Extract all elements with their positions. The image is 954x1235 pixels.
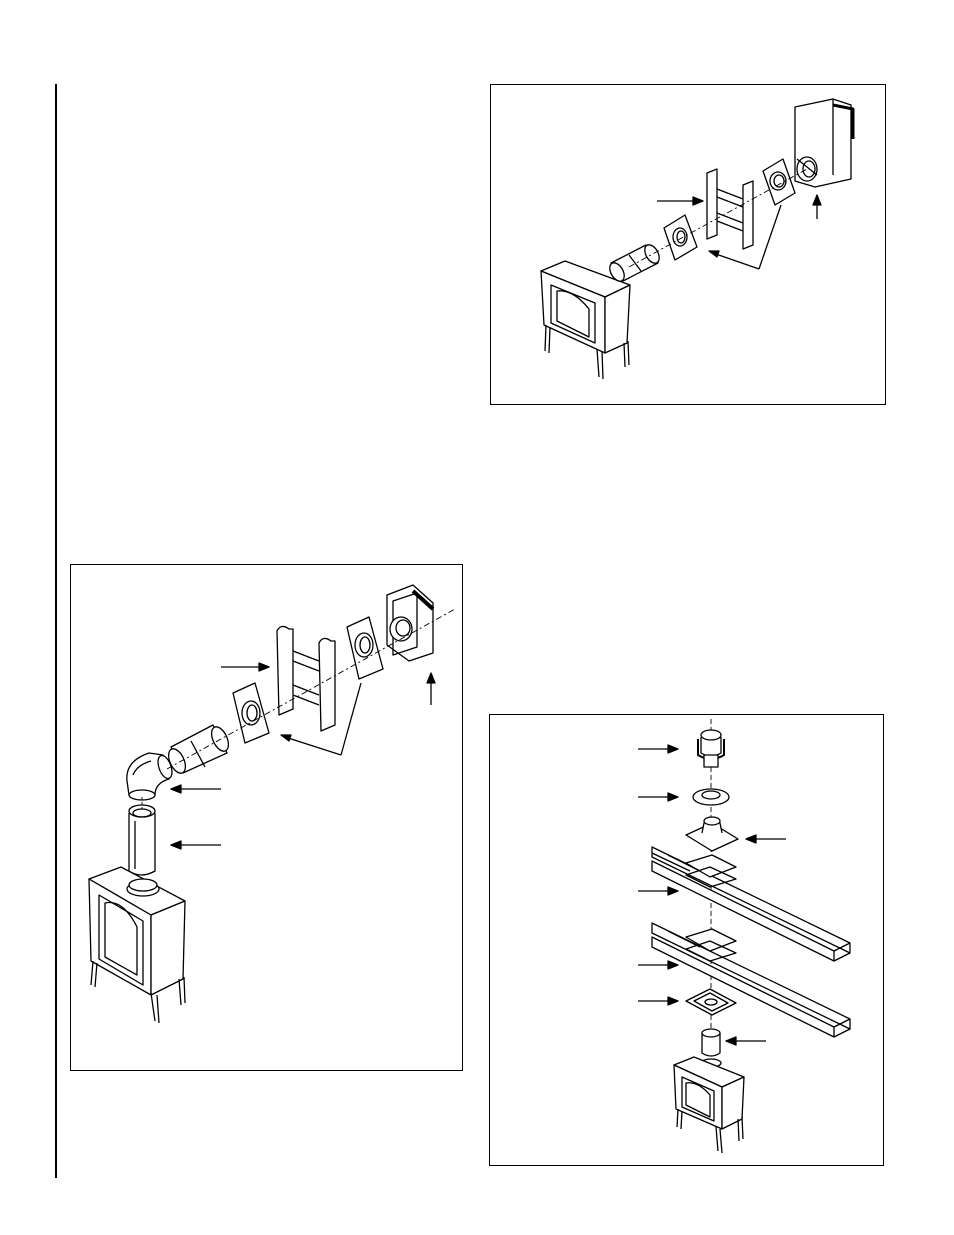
- vent-termination-cap: [698, 730, 724, 767]
- vent-pipe: [702, 1029, 720, 1056]
- ceiling-joists: [652, 923, 850, 1037]
- vent-pipe: [607, 242, 662, 283]
- ceiling-firestop: [686, 989, 736, 1015]
- wall-framing: [707, 169, 753, 249]
- storm-collar: [693, 789, 729, 805]
- vertical-vent-pipe: [129, 805, 155, 875]
- figure-horizontal-vent: [490, 84, 886, 405]
- outer-wall-plate: [347, 617, 383, 679]
- vent-termination-cap: [387, 585, 433, 661]
- vent-elbow: [127, 753, 175, 800]
- page-margin-rule: [55, 84, 57, 1178]
- roof-flashing: [686, 817, 738, 851]
- horizontal-vent-pipe: [165, 724, 232, 775]
- vent-termination-cap: [795, 99, 853, 187]
- outer-wall-plate: [763, 159, 795, 205]
- figure-elbow-vent: [70, 564, 463, 1071]
- firestop-plate: [664, 215, 697, 260]
- firestop-plate: [233, 683, 269, 743]
- wall-framing: [277, 626, 335, 731]
- stove-illustration: [89, 867, 185, 1023]
- figure-vertical-vent: [489, 714, 884, 1166]
- stove-illustration: [674, 1057, 744, 1153]
